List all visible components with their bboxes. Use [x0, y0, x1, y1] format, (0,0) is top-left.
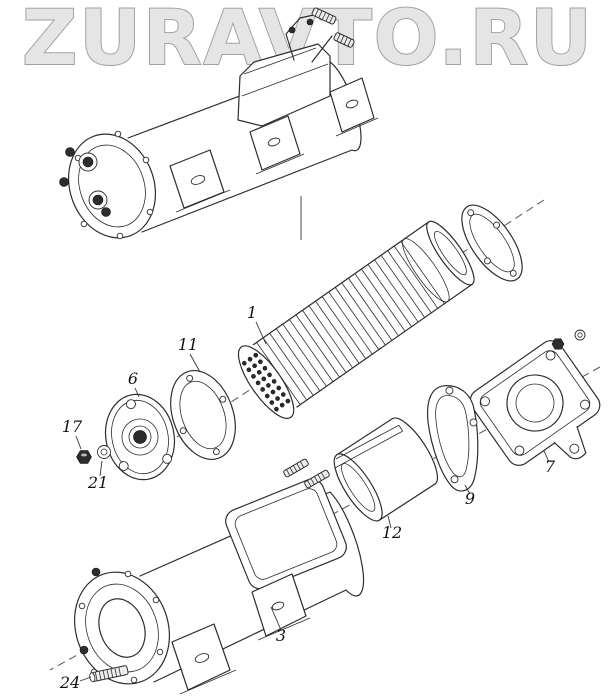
- top-bracket: [237, 43, 331, 127]
- mounting-foot-a: [169, 149, 231, 213]
- housing-bottom-3: [73, 458, 365, 695]
- flange-nut-3: [101, 207, 111, 217]
- top-stud-2: [333, 32, 355, 48]
- core-tube-plate: [237, 345, 295, 419]
- watermark-text: ZURAVTO.RU: [22, 0, 594, 82]
- part-label-1: 1: [247, 303, 257, 322]
- part-label-21: 21: [87, 473, 108, 492]
- pipe-nut-1: [288, 26, 296, 34]
- part-label-6: 6: [128, 369, 138, 388]
- top-stud-1: [311, 7, 337, 25]
- mounting-foot-c: [329, 77, 379, 137]
- housing-end-arc: [329, 491, 365, 597]
- housing-stud-1: [283, 458, 309, 478]
- sleeve-slot: [334, 424, 404, 469]
- core-tube-holes: [242, 352, 291, 412]
- core-band-ring: [402, 238, 450, 303]
- assembled-cooler-top: [59, 7, 379, 240]
- part-label-9: 9: [465, 489, 475, 508]
- housing-rim-nut-2: [79, 645, 89, 655]
- leader-lines: [75, 321, 550, 682]
- pipe-nut-2: [306, 18, 314, 26]
- housing-stud-2: [304, 469, 330, 489]
- washer-21: [97, 445, 111, 459]
- gasket-core-end: [461, 204, 523, 282]
- part-label-17: 17: [62, 417, 83, 436]
- housing-rim-nut-1: [91, 567, 101, 577]
- flange-nut-2: [59, 177, 69, 187]
- housing-front-face: [73, 567, 171, 685]
- flange-nut-1: [65, 147, 75, 157]
- cover-boss-inner: [515, 383, 555, 423]
- housing-cover-plate: [225, 478, 347, 590]
- flange-bore: [133, 430, 147, 444]
- cooler-body-bottom-edge: [141, 149, 353, 233]
- housing-foot-a: [171, 623, 237, 695]
- mounting-foot-b: [249, 115, 305, 175]
- part-label-11: 11: [178, 335, 198, 354]
- cooler-front-flange: [59, 130, 157, 240]
- end-cover-7: [469, 340, 601, 466]
- part-label-24: 24: [59, 673, 80, 692]
- core-element: [237, 220, 475, 419]
- gasket-triangular-9: [427, 385, 479, 492]
- part-label-3: 3: [276, 626, 286, 645]
- split-sleeve-12: [333, 417, 438, 522]
- top-bracket-lines: [241, 47, 329, 97]
- gasket-oval-11: [170, 369, 236, 461]
- cover-boss-outer: [506, 374, 564, 432]
- part-label-7: 7: [545, 457, 556, 476]
- part-label-12: 12: [382, 523, 402, 542]
- flange-cover-6: [104, 393, 176, 481]
- cover-washer: [574, 329, 586, 341]
- core-end-cap: [426, 220, 475, 286]
- top-pipes: [285, 13, 333, 63]
- cover-nut: [551, 338, 565, 350]
- nut-17: [76, 450, 92, 464]
- housing-foot-b: [251, 573, 311, 641]
